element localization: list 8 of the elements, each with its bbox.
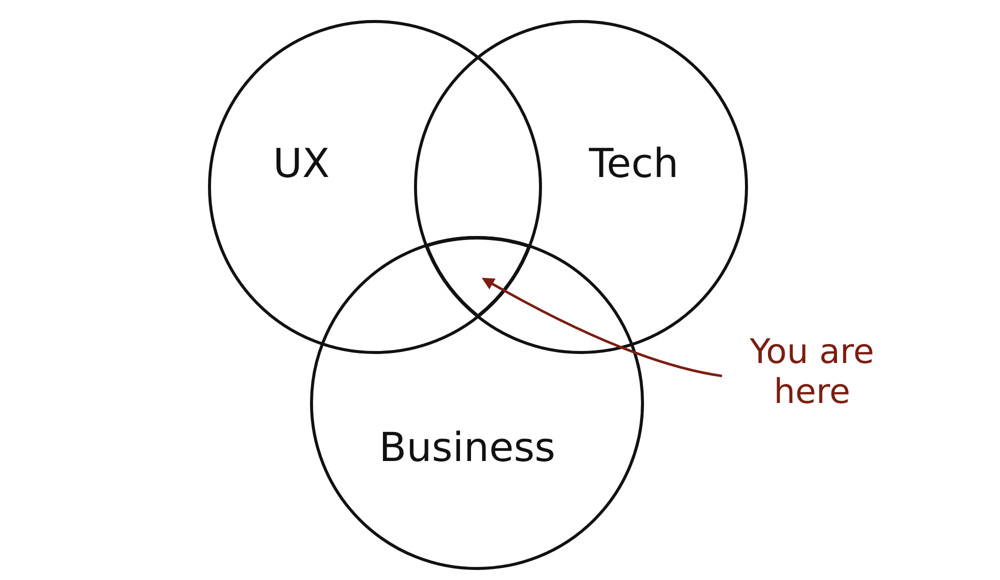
overlap-region [424, 236, 532, 318]
leader-line [482, 278, 722, 378]
circle-label: Tech [589, 141, 679, 187]
circle-label: UX [273, 141, 330, 187]
venn-circle [414, 20, 748, 354]
callout-text: You are here [748, 332, 876, 412]
venn-circle [208, 20, 542, 354]
circle-label: Business [379, 425, 556, 471]
